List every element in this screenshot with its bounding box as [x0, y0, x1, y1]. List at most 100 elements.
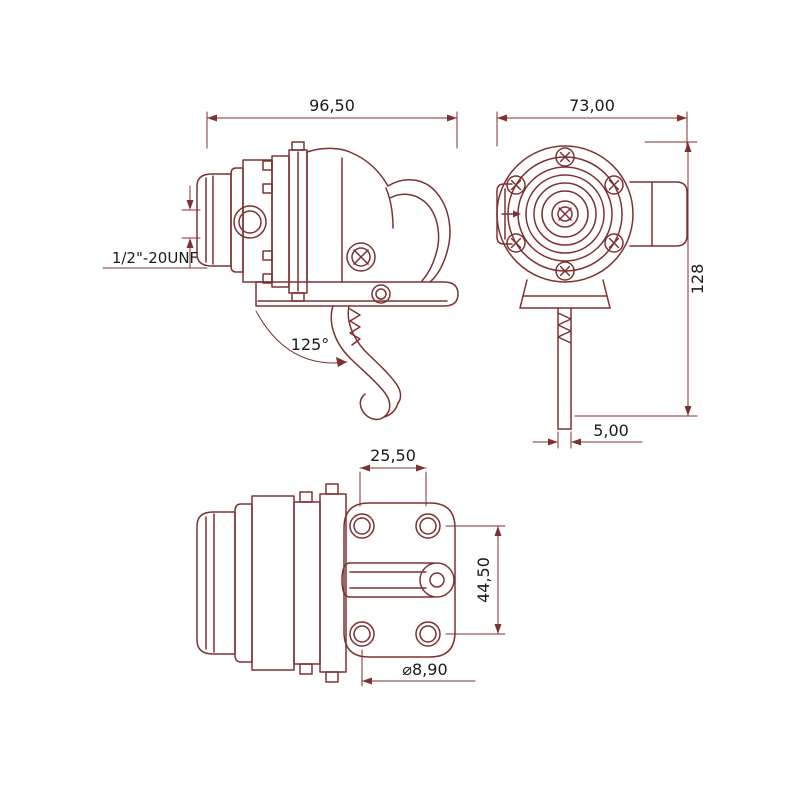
front-view-screws: [506, 147, 624, 281]
flange-hole-outer: [371, 284, 391, 304]
screw-circle: [555, 147, 575, 167]
dim-lines-thread-callout: [102, 185, 208, 269]
bottom-view: [196, 483, 456, 683]
cover-ring: [541, 190, 589, 238]
bolt-head: [291, 292, 305, 302]
side-view-inlet-port: [196, 159, 273, 283]
port-collar: [230, 167, 244, 273]
side-view-flange-stack: [262, 141, 308, 302]
dim-lines-hole-spacing-vertical: [445, 525, 506, 635]
linkage-left-cap: [341, 562, 351, 598]
mounting-hole-inner: [353, 625, 371, 643]
body-dome: [306, 147, 389, 187]
mounting-hole: [349, 513, 375, 539]
phillips-cross-icon: [559, 265, 571, 277]
side-view-mounting-flange: [255, 281, 459, 307]
bolt-head: [325, 483, 339, 495]
rocker-arm-inner: [389, 193, 440, 282]
front-view: [496, 145, 688, 430]
dim-lines-front-width: [496, 111, 688, 147]
screw-circle: [604, 175, 624, 195]
label-thread-callout: 1/2"-20UNF: [112, 249, 198, 267]
mounting-hole-inner: [353, 517, 371, 535]
front-view-side-ports: [496, 181, 688, 247]
screw-circle: [506, 175, 526, 195]
side-view-priming-lever: [330, 305, 402, 421]
phillips-cross-icon: [510, 179, 522, 191]
phillips-cross-icon: [608, 237, 620, 249]
flange-hole-inner: [375, 288, 387, 300]
dimension-arrowheads: [186, 114, 692, 685]
inlet-hole-outer: [233, 205, 267, 239]
mounting-hole-inner: [419, 517, 437, 535]
pivot-screw-inner: [351, 247, 371, 267]
rod-spring: [557, 312, 572, 344]
label-side-width: 96,50: [309, 96, 355, 115]
phillips-cross-icon: [608, 179, 620, 191]
bolt-head: [325, 671, 339, 683]
label-hole-spacing-horizontal: 25,50: [370, 446, 416, 465]
dim-lines-hole-diameter: [361, 649, 476, 687]
label-front-height: 128: [688, 264, 707, 295]
mounting-flange-outline: [255, 281, 459, 307]
linkage-boss-outer: [419, 562, 455, 598]
front-view-rod: [557, 307, 572, 430]
label-hole-spacing-vertical: 44,50: [474, 557, 493, 603]
dim-lines-rod-diameter: [532, 431, 643, 449]
bottom-view-linkage: [341, 562, 455, 598]
bottom-view-inlet-port: [196, 495, 295, 671]
flange-plate: [271, 155, 290, 288]
mounting-hole: [415, 513, 441, 539]
lever-hook-close: [383, 402, 399, 418]
flange-slant-left: [519, 279, 528, 309]
bottom-view-mounting-flange: [343, 502, 456, 658]
bolt-head: [299, 663, 313, 675]
port-body-block: [251, 495, 295, 671]
bolt-head: [299, 491, 313, 503]
dimension-labels: 96,50 73,00 128 5,00 1/2"-20UNF 125° 25,…: [112, 96, 707, 679]
body-valley-line: [385, 187, 394, 229]
bolt-head: [262, 273, 273, 284]
phillips-cross-icon: [510, 237, 522, 249]
label-front-width: 73,00: [569, 96, 615, 115]
label-rod-diameter: 5,00: [593, 421, 629, 440]
dim-lines-side-width: [206, 111, 458, 149]
lever-outer-edge: [330, 305, 391, 421]
mounting-hole: [349, 621, 375, 647]
flange-slant-right: [602, 279, 611, 309]
left-port-tab: [496, 183, 513, 245]
mounting-hole-inner: [419, 625, 437, 643]
arrowheads: [186, 114, 692, 685]
rocker-arm-outer: [387, 179, 451, 283]
side-view: [196, 141, 459, 421]
dim-arc-lever-angle: [255, 310, 348, 364]
flange-plate: [293, 501, 321, 665]
screw-circle: [506, 233, 526, 253]
drawing-linework: [102, 111, 698, 687]
cover-ring: [533, 182, 597, 246]
cover-ring: [557, 206, 573, 222]
port-collar: [234, 503, 253, 663]
phillips-cross-icon: [558, 207, 572, 221]
side-view-body: [306, 147, 451, 283]
phillips-cross-icon: [353, 249, 369, 265]
port-body-block: [242, 159, 273, 283]
mounting-flange-outline: [343, 502, 456, 658]
port-outline: [196, 173, 232, 267]
cover-ring: [551, 200, 579, 228]
dim-lines-front-height: [574, 141, 698, 417]
pivot-screw-outer: [346, 242, 376, 272]
label-hole-diameter: ⌀8,90: [402, 660, 447, 679]
mounting-hole: [415, 621, 441, 647]
bottom-view-flange-plates: [293, 483, 347, 683]
phillips-cross-icon: [559, 151, 571, 163]
dim-lines-hole-spacing-horizontal: [359, 467, 427, 507]
linkage-boss-inner: [429, 572, 445, 588]
screw-circle: [604, 233, 624, 253]
bolt-head: [262, 250, 273, 261]
label-lever-angle: 125°: [291, 335, 330, 354]
side-view-pivot-screw: [346, 242, 376, 272]
bolt-head: [291, 141, 305, 151]
